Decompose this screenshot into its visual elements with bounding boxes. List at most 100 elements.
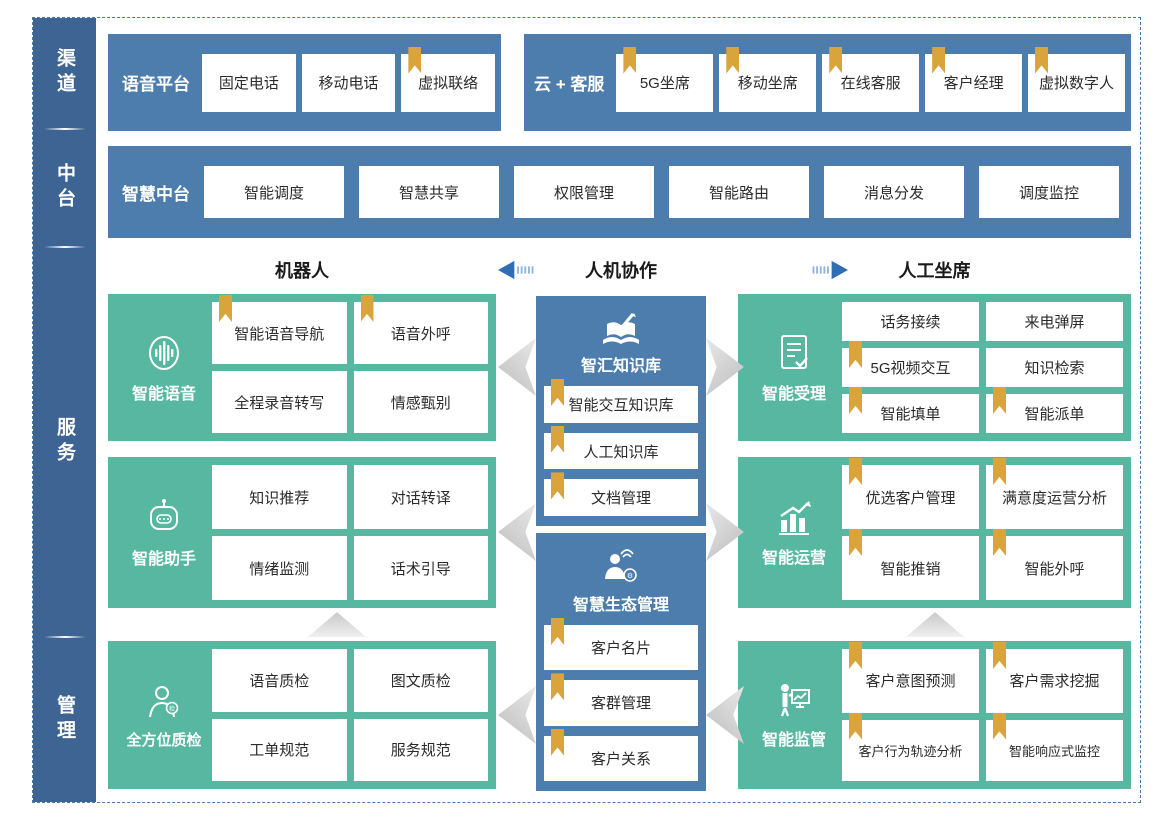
feature-card[interactable]: 智能调度 [204, 166, 344, 218]
sidebar-item-management: 管理 [33, 638, 96, 802]
inspector-person-icon: 检 [149, 685, 179, 717]
bookmark-icon [219, 295, 232, 322]
ecosystem-person-icon: ⚙ [605, 549, 637, 582]
feature-card[interactable]: 人工知识库 [544, 425, 698, 470]
diagram-frame: 渠道 中台 服务 管理 语音平台 固定电话 移动电话 虚拟联络 云 + 客服 5… [32, 17, 1141, 803]
bookmark-icon [849, 387, 862, 414]
block-title: 智汇知识库 [580, 358, 661, 375]
feature-card[interactable]: 智能路由 [669, 166, 809, 218]
block-title: 智能语音 [131, 385, 196, 403]
feature-card[interactable]: 5G坐席 [616, 46, 714, 112]
feature-card[interactable]: 客户需求挖掘 [986, 642, 1123, 713]
feature-card[interactable]: 情绪监测 [212, 536, 347, 600]
feature-card[interactable]: 权限管理 [514, 166, 654, 218]
smart-midplatform-panel: 智慧中台 智能调度 智慧共享 权限管理 智能路由 消息分发 调度监控 [108, 146, 1131, 238]
feature-card[interactable]: 智能派单 [986, 387, 1123, 433]
bookmark-icon [849, 529, 862, 556]
feature-card[interactable]: 移动电话 [301, 53, 396, 112]
feature-card[interactable]: 智能外呼 [986, 529, 1123, 600]
svg-text:检: 检 [169, 705, 175, 713]
feature-card[interactable]: 智能语音导航 [212, 295, 347, 364]
feature-card[interactable]: 服务规范 [353, 718, 488, 781]
feature-card[interactable]: 虚拟数字人 [1028, 46, 1125, 112]
bookmark-icon [849, 341, 862, 368]
layer-sidebar: 渠道 中台 服务 管理 [33, 18, 96, 802]
bookmark-icon [993, 529, 1006, 556]
feature-card[interactable]: 客户关系 [544, 728, 698, 781]
feature-card[interactable]: 智能推销 [842, 529, 979, 600]
feature-card[interactable]: 优选客户管理 [842, 458, 979, 529]
chevron-left-icon [498, 338, 536, 396]
bookmark-icon [623, 46, 637, 74]
feature-card[interactable]: 智慧共享 [359, 166, 499, 218]
cloud-service-panel: 云 + 客服 5G坐席 移动坐席 在线客服 客户经理 虚拟数字人 [524, 34, 1131, 131]
feature-card[interactable]: 语音质检 [212, 649, 347, 712]
section-header-row: 机器人 人机协作 人工坐席 [108, 246, 1131, 294]
sidebar-label: 渠道 [54, 48, 75, 98]
voice-wave-icon [149, 335, 179, 370]
feature-card[interactable]: 来电弹屏 [986, 302, 1123, 341]
smart-operations-block: 智能运营 优选客户管理 满意度运营分析 智能推销 智能外呼 [738, 457, 1131, 608]
feature-card[interactable]: 客户行为轨迹分析 [842, 712, 979, 781]
feature-card[interactable]: 知识检索 [986, 348, 1123, 387]
sidebar-label: 管理 [54, 695, 75, 745]
feature-card[interactable]: 消息分发 [824, 166, 964, 218]
feature-card[interactable]: 客户意图预测 [842, 642, 979, 713]
feature-card[interactable]: 移动坐席 [719, 46, 817, 112]
section-title-robot: 机器人 [275, 261, 329, 281]
bookmark-icon [551, 472, 564, 500]
feature-card[interactable]: 图文质检 [353, 649, 488, 712]
sidebar-divider [43, 246, 86, 248]
feature-card[interactable]: 工单规范 [212, 718, 347, 781]
arrow-right-icon [808, 260, 848, 280]
bookmark-icon [551, 673, 564, 701]
block-title: 智能运营 [761, 549, 826, 567]
block-title: 全方位质检 [126, 731, 202, 749]
feature-card[interactable]: 智能交互知识库 [544, 379, 698, 423]
sidebar-item-channel: 渠道 [33, 18, 96, 128]
bookmark-icon [932, 46, 946, 74]
bookmark-icon [849, 642, 862, 669]
feature-card[interactable]: 在线客服 [822, 46, 920, 112]
bookmark-icon [993, 712, 1006, 740]
block-title: 智慧生态管理 [572, 597, 669, 614]
feature-card[interactable]: 调度监控 [979, 166, 1119, 218]
block-title: 智能助手 [131, 550, 196, 568]
section-title-collaboration: 人机协作 [585, 261, 657, 281]
block-title: 智能受理 [761, 385, 826, 403]
feature-card[interactable]: 对话转译 [353, 465, 488, 529]
feature-card[interactable]: 客群管理 [544, 673, 698, 726]
feature-card[interactable]: 文档管理 [544, 472, 698, 517]
growth-chart-icon [779, 500, 811, 535]
document-check-icon [781, 334, 808, 369]
feature-card[interactable]: 全程录音转写 [212, 371, 347, 433]
feature-card[interactable]: 情感甄别 [353, 371, 488, 433]
feature-card[interactable]: 智能响应式监控 [986, 712, 1123, 781]
feature-card[interactable]: 知识推荐 [212, 465, 347, 529]
bookmark-icon [408, 46, 422, 74]
feature-card[interactable]: 客户名片 [544, 618, 698, 671]
feature-card[interactable]: 话术引导 [353, 536, 488, 600]
chevron-left-icon [498, 503, 536, 561]
triangle-up-icon [308, 612, 366, 637]
bookmark-icon [726, 46, 740, 74]
bookmark-icon [993, 458, 1006, 485]
sidebar-label: 服务 [54, 417, 75, 467]
panel-title: 云 + 客服 [534, 75, 605, 94]
feature-card[interactable]: 语音外呼 [353, 295, 488, 364]
feature-card[interactable]: 固定电话 [202, 53, 296, 112]
panel-title: 语音平台 [122, 75, 190, 94]
feature-card[interactable]: 客户经理 [925, 46, 1023, 112]
presenter-board-icon [780, 684, 810, 717]
feature-card[interactable]: 5G视频交互 [842, 341, 979, 387]
feature-card[interactable]: 满意度运营分析 [986, 458, 1123, 529]
robot-icon [150, 498, 178, 530]
bookmark-icon [551, 425, 564, 453]
feature-card[interactable]: 智能填单 [842, 387, 979, 433]
bookmark-icon [849, 458, 862, 485]
sidebar-item-midplatform: 中台 [33, 130, 96, 246]
feature-card[interactable]: 话务接续 [842, 302, 979, 341]
knowledge-base-block: 智汇知识库 智能交互知识库 人工知识库 文档管理 [536, 296, 706, 526]
feature-card[interactable]: 虚拟联络 [401, 46, 496, 112]
bookmark-icon [551, 728, 564, 756]
